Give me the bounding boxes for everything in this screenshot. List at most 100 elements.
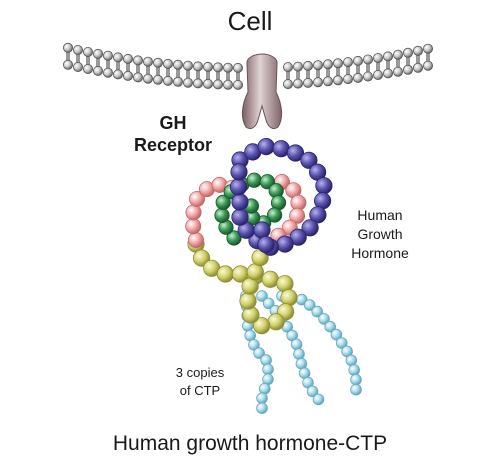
hormone-bead-pink (187, 231, 204, 248)
membrane-head-bottom (202, 78, 213, 89)
hormone-bead-yellow (267, 313, 285, 331)
membrane-head-top (192, 61, 203, 72)
hormone-bead-green (215, 194, 231, 210)
ctp-copies-label: 3 copies of CTP (175, 365, 225, 398)
membrane-head-bottom (73, 62, 84, 73)
hormone-bead-blue (309, 206, 327, 224)
cell-label: Cell (227, 6, 273, 36)
membrane-head-bottom (103, 67, 114, 78)
hormone-bead-blue (315, 177, 333, 195)
ctp-bead (303, 299, 316, 311)
membrane-head-top (362, 54, 373, 65)
hormone-bead-yellow (216, 265, 234, 283)
hormone-bead-yellow (239, 292, 257, 310)
hormone-bead-yellow (242, 306, 260, 324)
hormone-bead-green (214, 207, 230, 223)
membrane-head-bottom (63, 59, 74, 70)
ctp-bead (290, 338, 303, 351)
membrane-head-top (222, 62, 233, 73)
ctp-bead (256, 290, 268, 302)
membrane-head-top (282, 62, 293, 73)
hormone-bead-yellow (261, 270, 279, 288)
membrane-head-top (202, 61, 213, 72)
hormone-bead-green (246, 172, 262, 188)
membrane-head-top (352, 55, 363, 66)
membrane-head-top (73, 45, 84, 56)
hormone-bead-green (226, 230, 242, 246)
membrane-head-top (392, 49, 403, 60)
membrane-head-bottom (222, 79, 233, 90)
membrane-head-bottom (282, 79, 293, 90)
membrane-head-bottom (332, 75, 343, 86)
membrane-head-top (172, 59, 183, 70)
ctp-bead (311, 305, 324, 318)
hormone-bead-yellow (246, 263, 264, 281)
hormone-bead-yellow (253, 317, 271, 335)
ctp-bead (293, 348, 305, 360)
ctp-bead (350, 373, 362, 386)
membrane-head-bottom (182, 77, 193, 88)
membrane-head-top (63, 42, 74, 53)
membrane-head-bottom (402, 64, 413, 75)
ctp-bead (262, 363, 274, 376)
hormone-blue-chain (229, 138, 333, 256)
hormone-bead-green (266, 207, 283, 223)
hormone-bead-pink (185, 218, 202, 235)
membrane-head-bottom (172, 76, 183, 87)
membrane-head-top (132, 55, 143, 66)
ctp-bead (262, 297, 275, 310)
ctp-bead (306, 385, 319, 398)
ctp-bead (348, 364, 361, 376)
membrane-head-bottom (83, 64, 94, 75)
ctp-bead (318, 313, 330, 325)
ctp-bead (312, 393, 325, 406)
membrane-head-top (182, 60, 193, 71)
membrane-head-top (382, 51, 393, 62)
hormone-bead-pink (289, 207, 306, 224)
membrane-head-bottom (132, 72, 143, 83)
ctp-bead (324, 320, 337, 333)
membrane-head-top (342, 57, 353, 68)
membrane-head-top (152, 57, 163, 68)
hormone-bead-blue (231, 193, 249, 211)
membrane-head-top (162, 58, 173, 69)
hormone-bead-blue (257, 236, 275, 254)
membrane-head-bottom (152, 74, 163, 85)
membrane-head-bottom (192, 78, 203, 89)
hormone-bead-blue (272, 140, 290, 158)
hormone-bead-yellow (280, 289, 298, 307)
membrane-head-bottom (232, 79, 243, 90)
membrane-head-top (332, 58, 343, 69)
membrane-head-top (232, 62, 243, 73)
membrane-head-bottom (322, 76, 333, 87)
membrane-head-top (103, 50, 114, 61)
hormone-bead-blue (301, 219, 319, 237)
ctp-bead (330, 328, 343, 341)
human-growth-hormone-label: Human Growth Hormone (351, 207, 409, 261)
membrane-head-bottom (412, 62, 423, 73)
hormone-bead-blue (300, 151, 318, 169)
hormone-bead-blue (231, 208, 249, 226)
membrane-head-bottom (362, 71, 373, 82)
membrane-head-top (93, 48, 104, 59)
ctp-bead (260, 354, 272, 366)
membrane-head-bottom (312, 77, 323, 88)
membrane-head-bottom (123, 70, 134, 81)
membrane-head-top (372, 53, 383, 64)
membrane-head-top (412, 45, 423, 56)
hormone-bead-blue (276, 235, 294, 253)
hormone-bead-blue (286, 144, 305, 162)
membrane-head-bottom (113, 69, 124, 80)
ctp-chains (240, 290, 362, 415)
membrane-head-bottom (292, 78, 303, 89)
membrane-head-bottom (352, 72, 363, 83)
gh-receptor-shape (241, 53, 283, 130)
membrane-head-bottom (142, 73, 153, 84)
membrane-head-top (402, 47, 413, 58)
membrane-head-bottom (162, 75, 173, 86)
ctp-bead (248, 338, 260, 351)
membrane-head-bottom (93, 65, 104, 76)
hormone-bead-blue (257, 138, 275, 156)
gh-receptor-label: GH Receptor (133, 113, 213, 155)
